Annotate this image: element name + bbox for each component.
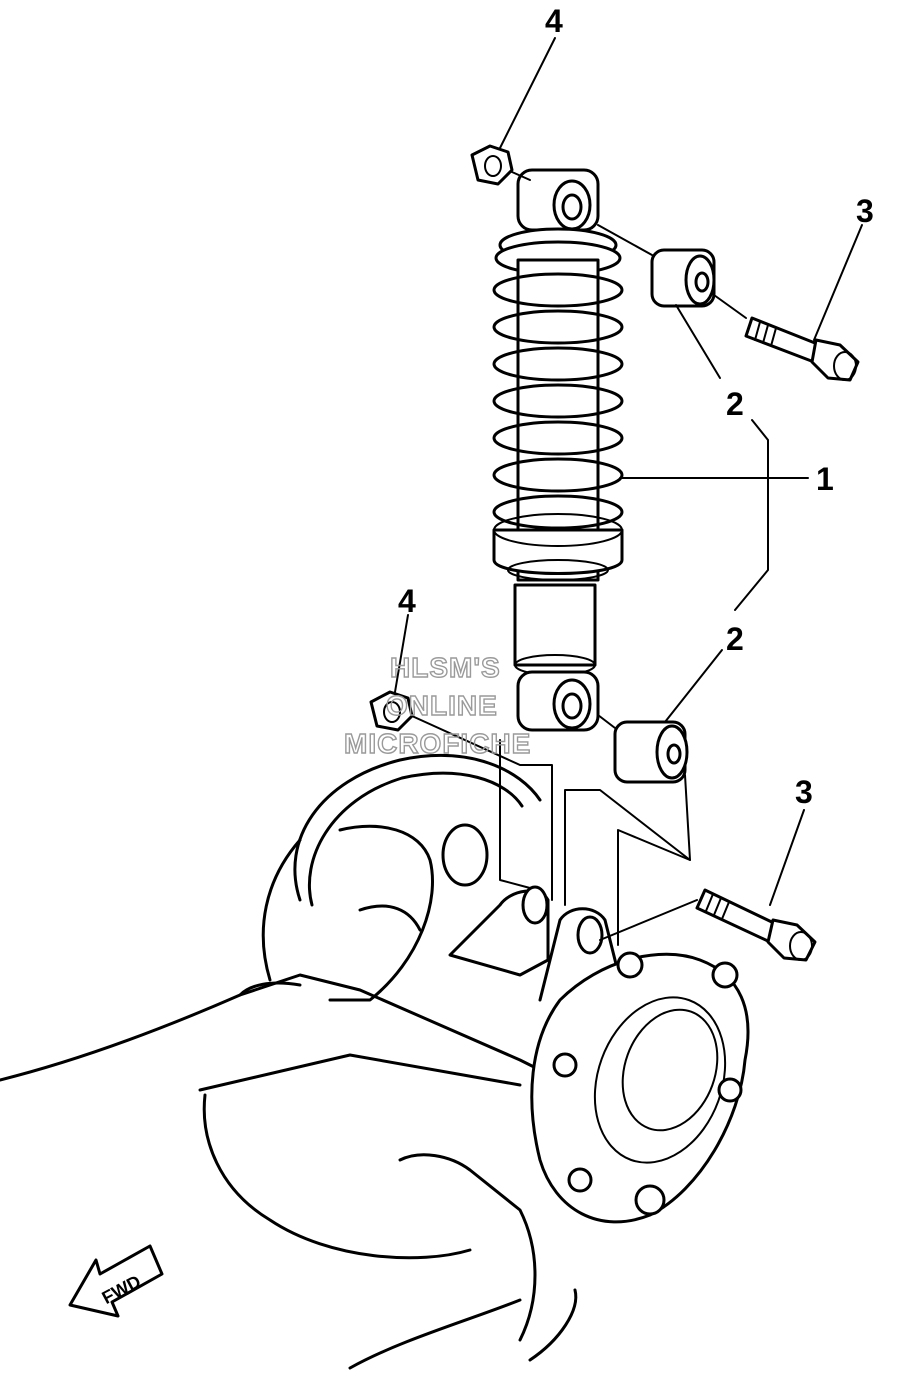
callout-2-lower: 2 — [726, 621, 744, 657]
rear-axle-housing — [0, 754, 750, 1370]
bushing-lower — [613, 720, 689, 784]
callout-3-lower: 3 — [795, 774, 813, 810]
watermark-line-1: HLSM'S — [390, 652, 501, 683]
watermark: HLSM'S ONLINE MICROFICHE — [343, 651, 531, 759]
shock-absorber — [492, 168, 624, 732]
callout-1: 1 — [816, 461, 834, 497]
coil-spring — [492, 272, 624, 530]
callout-4-lower: 4 — [398, 583, 416, 619]
watermark-line-2: ONLINE — [386, 690, 498, 721]
leader-lines — [394, 37, 863, 906]
nut-upper — [470, 144, 514, 186]
callout-2-upper: 2 — [726, 386, 744, 422]
bolt-upper — [744, 316, 860, 382]
fwd-arrow-icon: FWD — [68, 1244, 164, 1318]
bolt-lower — [695, 888, 817, 962]
assembly-lines — [411, 171, 747, 946]
watermark-line-3: MICROFICHE — [344, 728, 531, 759]
callout-3-upper: 3 — [856, 193, 874, 229]
bushing-upper — [650, 248, 716, 308]
callout-4-upper: 4 — [545, 3, 563, 39]
